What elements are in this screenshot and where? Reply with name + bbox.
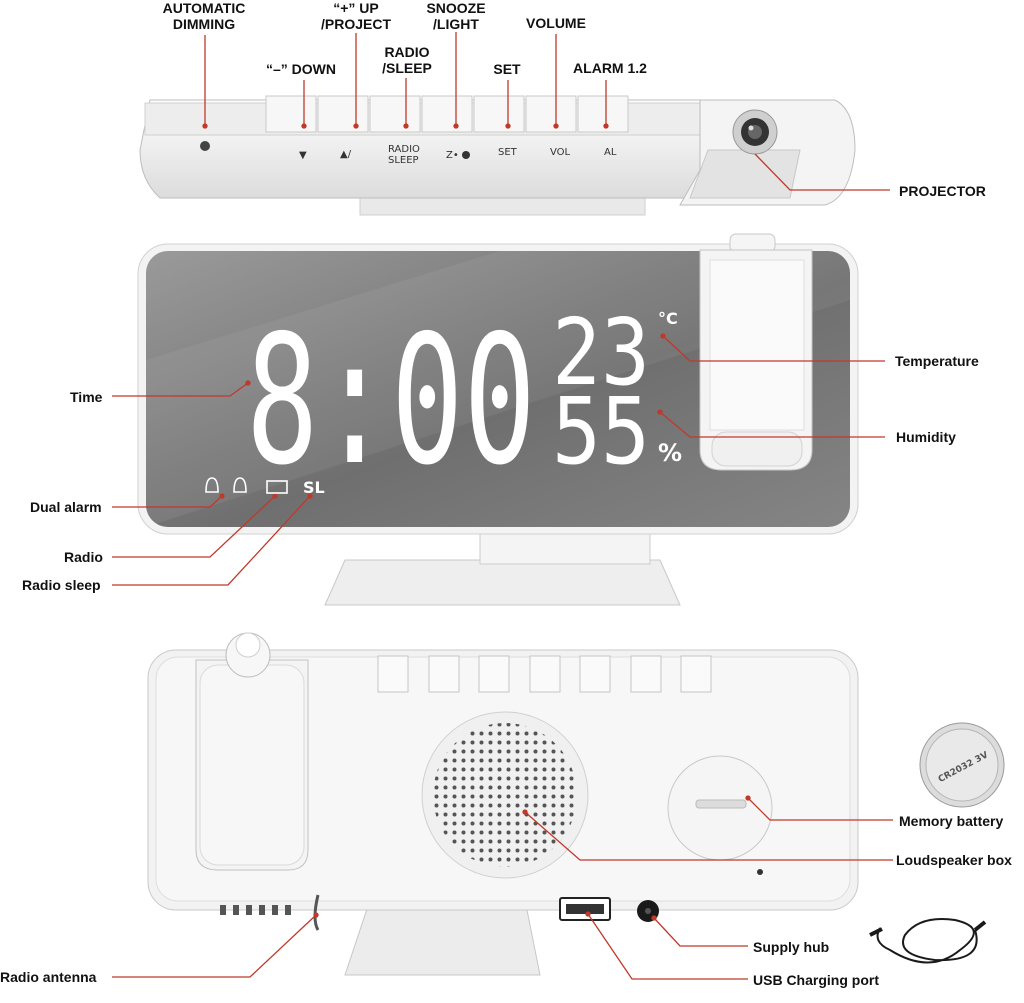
vol-print: VOL [550,147,571,158]
radio-icon [266,480,288,494]
label-temperature: Temperature [895,353,979,369]
set-button[interactable] [473,95,525,133]
front-view [137,233,859,606]
label-automatic-dimming: AUTOMATIC DIMMING [152,0,256,32]
back-view [147,632,1005,976]
label-humidity: Humidity [896,429,956,445]
radio-print: RADIO [388,144,420,155]
label-radio-sleep-indicator: Radio sleep [22,577,101,593]
label-alarm: ALARM 1.2 [573,60,647,76]
label-radio-antenna: Radio antenna [0,969,97,985]
label-automatic-dimming-line1: AUTOMATIC [162,0,246,16]
leader-lines [112,32,893,980]
humidity-display: 55 [552,378,650,485]
label-up-project-line1: “+” UP [333,0,379,16]
time-display: 8:00 [246,297,536,504]
light-icon [462,151,470,159]
down-button[interactable] [265,95,317,133]
up-print: ▲/ [340,149,352,160]
light-sensor-icon [200,141,210,151]
snooze-print: Z• [446,150,459,161]
label-supply-hub: Supply hub [753,939,830,955]
label-up-project: “+” UP /PROJECT [310,0,402,32]
label-automatic-dimming-line2: DIMMING [172,16,236,32]
label-minus-down: “–” DOWN [266,61,336,77]
alarm2-bell-icon [233,477,247,493]
label-radio-sleep-line1: RADIO [384,44,430,60]
alarm-button[interactable] [577,95,629,133]
label-radio-sleep-line2: /SLEEP [382,60,432,76]
label-time: Time [70,389,103,405]
sleep-print: SLEEP [388,155,419,166]
label-projector: PROJECTOR [899,183,986,199]
volume-button[interactable] [525,95,577,133]
snooze-light-button[interactable] [421,95,473,133]
label-snooze-light: SNOOZE /LIGHT [414,0,498,32]
sleep-indicator: SL [303,478,325,497]
top-view [139,95,856,216]
label-snooze-light-line2: /LIGHT [433,16,479,32]
label-snooze-light-line1: SNOOZE [426,0,486,16]
label-usb-port: USB Charging port [753,972,879,988]
temp-unit: °C [658,309,678,328]
label-radio-sleep: RADIO /SLEEP [372,44,442,76]
label-memory-battery: Memory battery [899,813,1004,829]
power-cable-icon [876,918,978,964]
up-project-button[interactable] [317,95,369,133]
label-volume: VOLUME [526,15,586,31]
humidity-unit: % [658,439,682,467]
down-print: ▼ [299,150,307,161]
display-screen [146,251,850,527]
alarm1-bell-icon [205,477,219,493]
set-print: SET [498,147,518,158]
al-print: AL [604,147,617,158]
label-up-project-line2: /PROJECT [320,16,391,32]
label-loudspeaker: Loudspeaker box [896,852,1012,868]
temperature-display: 23 [552,299,650,406]
label-radio: Radio [64,549,103,565]
radio-sleep-button[interactable] [369,95,421,133]
label-dual-alarm: Dual alarm [30,499,102,515]
label-set: SET [493,61,521,77]
